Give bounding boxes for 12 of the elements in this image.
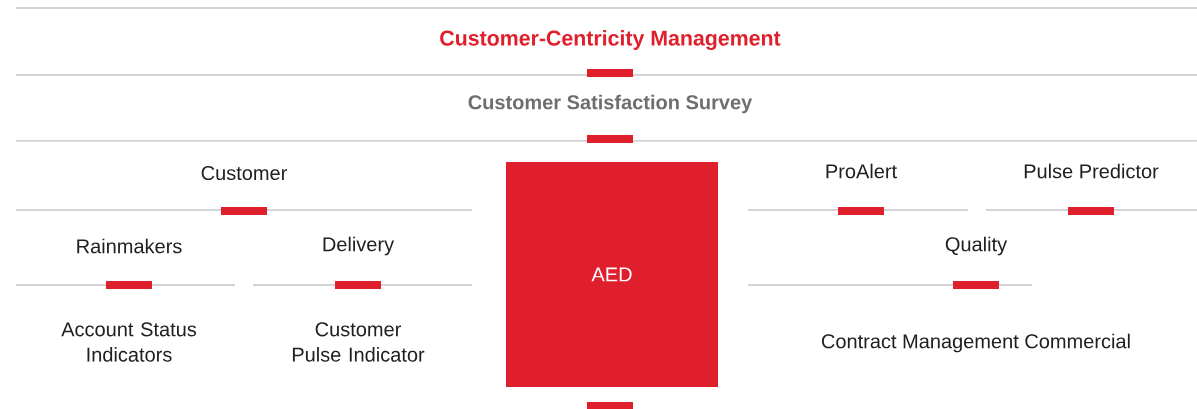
label-text: Contract Management Commercial — [821, 333, 1130, 353]
heading: Customer-Centricity Management — [440, 30, 781, 50]
highlight-box: AED — [506, 162, 718, 387]
label-text: Quality — [945, 236, 1008, 256]
label-text: Delivery — [323, 236, 395, 256]
subheading: Customer Satisfaction Survey — [468, 94, 753, 114]
label-text: Pulse Predictor — [1024, 163, 1159, 179]
label-text: ProAlert — [826, 163, 897, 179]
label-text: Account Status Indicators — [61, 322, 197, 362]
label-text: Customer — [201, 165, 287, 181]
label-text: Customer Pulse Indicator — [292, 322, 425, 362]
label-text: Rainmakers — [77, 238, 182, 254]
